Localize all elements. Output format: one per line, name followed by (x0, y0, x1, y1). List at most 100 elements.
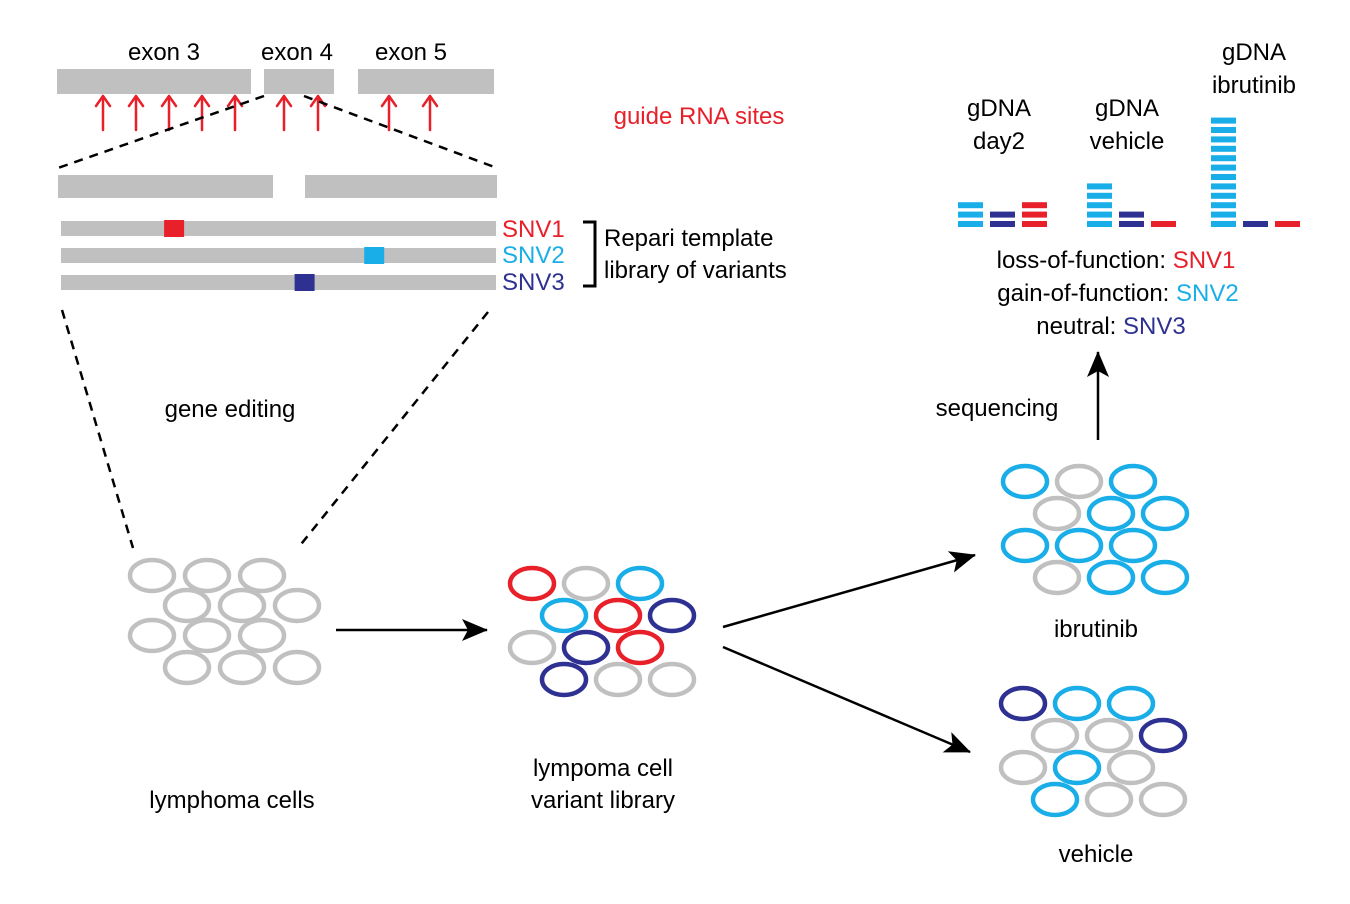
snv1-marker (164, 220, 185, 237)
template-label-line2: library of variants (604, 257, 787, 284)
vehicle-cell-cluster (998, 685, 1188, 818)
read-bar-cyan (1211, 117, 1236, 124)
variant-library-label-line1: lympoma cell (533, 755, 673, 782)
exon-5-bar (358, 69, 494, 94)
snv2-marker (364, 247, 385, 264)
sample-day2-line1: gDNA (967, 95, 1031, 122)
arrow-to-vehicle (722, 645, 971, 754)
lymphoma-cell (217, 649, 267, 686)
read-bar-cyan (1211, 136, 1236, 143)
vehicle-cell (998, 749, 1048, 786)
ibrutinib-cell (1000, 527, 1050, 564)
guide-arrow-5 (226, 94, 244, 132)
ibrutinib-cell (1000, 463, 1050, 500)
result-gain-prefix: gain-of-function: (997, 280, 1176, 307)
vehicle-cell (998, 685, 1048, 722)
lymphoma-cell (127, 557, 177, 594)
lymphoma-cell (182, 617, 232, 654)
lymphoma-cell (272, 587, 322, 624)
exon-zoom-lines (57, 94, 498, 170)
gene-editing-zoom-lines (60, 309, 489, 549)
result-gain-of-function: gain-of-function: SNV2 (997, 280, 1238, 307)
result-loss-of-function: loss-of-function: SNV1 (997, 247, 1236, 274)
sample-day2-line2: day2 (973, 128, 1025, 155)
read-bar-navy (1119, 211, 1144, 218)
ibrutinib-cell (1140, 495, 1190, 532)
result-neutral-prefix: neutral: (1036, 313, 1123, 340)
snv1-label: SNV1 (502, 216, 565, 243)
library-cell (615, 565, 665, 602)
ibrutinib-cell (1032, 495, 1082, 532)
template-bar-snv3 (61, 274, 496, 291)
read-bar-cyan (1211, 145, 1236, 152)
ibrutinib-cell (1086, 559, 1136, 596)
snv2-label: SNV2 (502, 242, 565, 269)
read-bar-navy (990, 221, 1015, 227)
lymphoma-cell (272, 649, 322, 686)
sample-vehicle-line1: gDNA (1095, 95, 1159, 122)
library-cell (615, 629, 665, 666)
read-bar-cyan (1087, 202, 1112, 209)
library-cell (539, 597, 589, 634)
read-bar-cyan (1211, 192, 1236, 199)
template-bracket (583, 220, 597, 288)
ibrutinib-cell (1054, 463, 1104, 500)
exon-4-label: exon 4 (261, 39, 333, 66)
library-cell (647, 597, 697, 634)
guide-rna-arrows (94, 94, 439, 132)
ibrutinib-cell (1032, 559, 1082, 596)
vehicle-cell (1138, 717, 1188, 754)
ibrutinib-cell-cluster (1000, 463, 1190, 596)
library-cell (539, 661, 589, 698)
template-label-line1: Repari template (604, 225, 773, 252)
guide-arrow-2 (127, 94, 145, 132)
read-bar-cyan (1211, 211, 1236, 218)
ibrutinib-cell (1054, 527, 1104, 564)
lymphoma-cell (127, 617, 177, 654)
lymphoma-cell (162, 587, 212, 624)
result-loss-prefix: loss-of-function: (997, 247, 1173, 274)
vehicle-cell (1084, 781, 1134, 818)
exon-4-zoom-right (305, 175, 497, 198)
guide-rna-label: guide RNA sites (614, 103, 785, 130)
exon-3-label: exon 3 (128, 39, 200, 66)
vehicle-cell (1106, 685, 1156, 722)
guide-arrow-3 (160, 94, 178, 132)
read-bar-cyan (958, 202, 983, 209)
sequencing-label: sequencing (936, 395, 1059, 422)
read-bar-cyan (1087, 192, 1112, 199)
ibrutinib-cell (1108, 463, 1158, 500)
read-bar-cyan (1211, 174, 1236, 180)
read-bar-red (1022, 221, 1047, 227)
read-bar-cyan (1211, 127, 1236, 133)
vehicle-cell (1106, 749, 1156, 786)
lymphoma-cell (217, 587, 267, 624)
template-bar-snv2 (61, 247, 496, 264)
sample-vehicle-line2: vehicle (1090, 128, 1165, 155)
read-count-stacks (958, 117, 1300, 227)
read-bar-cyan (1211, 202, 1236, 209)
vehicle-label: vehicle (1059, 841, 1134, 868)
sample-ibrutinib-line1: gDNA (1222, 39, 1286, 66)
gene-editing-label: gene editing (165, 396, 296, 423)
guide-arrow-8 (380, 94, 398, 132)
read-bar-red (1022, 211, 1047, 218)
guide-arrow-1 (94, 94, 112, 132)
arrow-to-ibrutinib (722, 551, 976, 629)
vehicle-cell (1030, 717, 1080, 754)
read-bar-navy (1243, 221, 1268, 227)
ibrutinib-cell (1140, 559, 1190, 596)
lymphoma-cell (237, 617, 287, 654)
read-bar-cyan (1087, 183, 1112, 190)
vehicle-cell (1030, 781, 1080, 818)
read-bar-cyan (958, 221, 983, 227)
vehicle-cell (1052, 685, 1102, 722)
guide-arrow-9 (421, 94, 439, 132)
read-bar-cyan (1211, 164, 1236, 171)
lymphoma-cell (237, 557, 287, 594)
result-gain-snv: SNV2 (1176, 280, 1239, 307)
exon-3-bar (57, 69, 251, 94)
read-bar-cyan (1087, 211, 1112, 218)
guide-arrow-4 (193, 94, 211, 132)
